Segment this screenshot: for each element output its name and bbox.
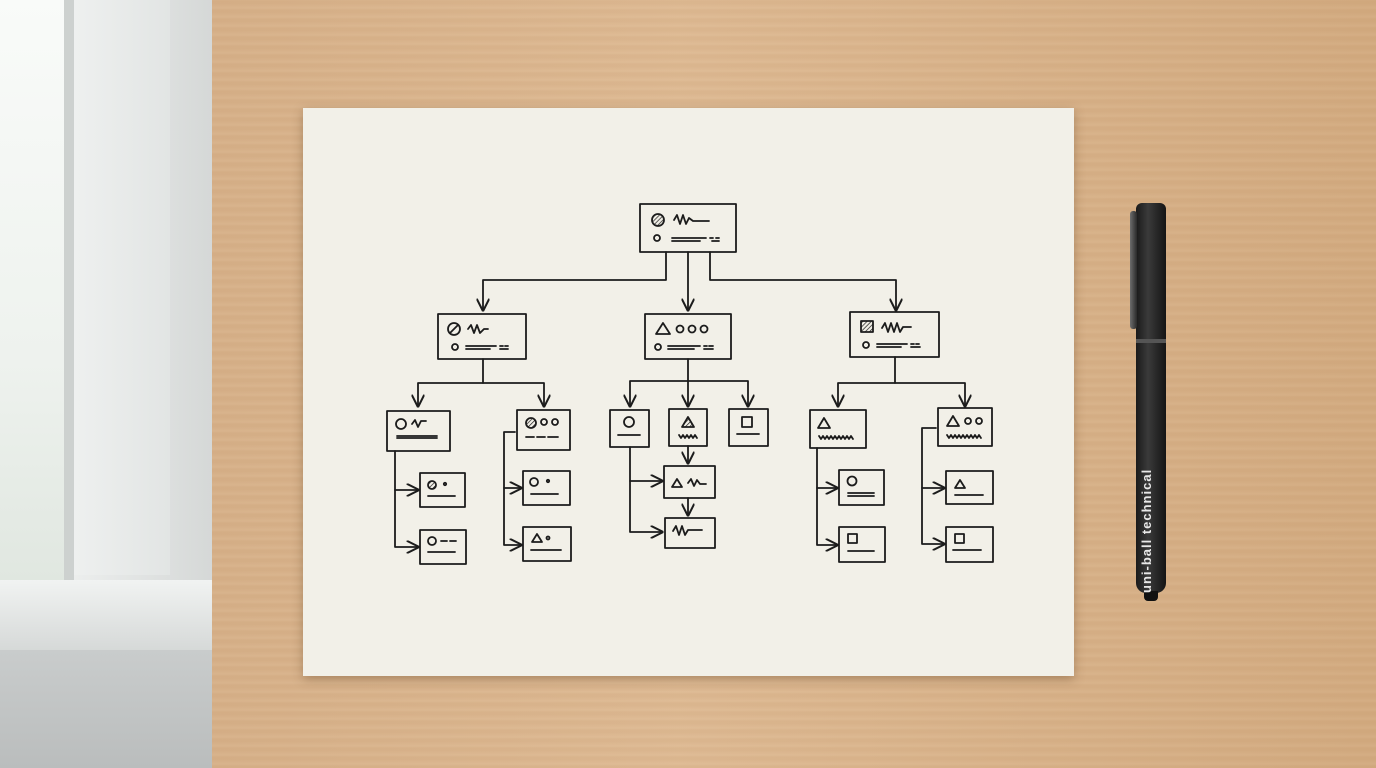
level2-node-a xyxy=(386,410,451,452)
black-marker-pen: uni-ball technical xyxy=(1130,203,1172,601)
root-node xyxy=(639,203,737,253)
level2-node-b xyxy=(516,409,571,451)
pen-brand-text: uni-ball technical xyxy=(1139,468,1154,593)
level2-node-g xyxy=(937,407,993,447)
level3-node-2 xyxy=(419,529,467,565)
level2-node-f xyxy=(809,409,867,449)
level3-node-7 xyxy=(838,469,885,506)
lower-wall xyxy=(0,650,212,768)
window-sill xyxy=(0,580,212,650)
level3-node-8 xyxy=(838,526,886,563)
level1-left-node xyxy=(437,313,527,360)
level3-node-4 xyxy=(522,526,572,562)
pen-band xyxy=(1136,339,1166,343)
level2-node-d xyxy=(668,408,708,447)
level2-node-e xyxy=(728,408,769,447)
level3-node-9 xyxy=(945,470,994,505)
level3-node-6 xyxy=(664,517,716,549)
level1-middle-node xyxy=(644,313,732,360)
window-frame xyxy=(74,0,170,575)
pen-barrel xyxy=(1136,203,1166,593)
level3-node-1 xyxy=(419,472,466,508)
level3-node-3 xyxy=(522,470,571,506)
level3-node-10 xyxy=(945,526,994,563)
pen-clip xyxy=(1130,211,1137,329)
level1-right-node xyxy=(849,311,940,358)
pen-tip xyxy=(1144,591,1158,601)
window-light xyxy=(0,0,74,600)
level2-node-c xyxy=(609,409,650,448)
level3-node-5 xyxy=(663,465,716,499)
